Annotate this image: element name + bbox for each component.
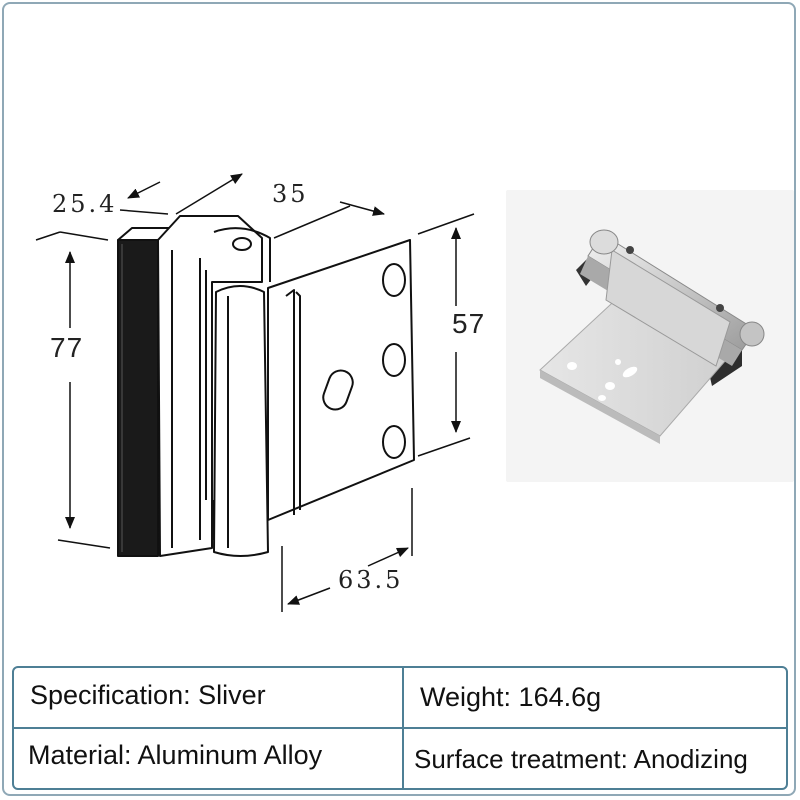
dimension-label-bottom-width: 63.5 [338,566,404,594]
table-divider-vertical [402,668,404,788]
spec-weight: Weight: 164.6g [420,682,602,712]
dimension-label-height-left: 77 [50,332,84,363]
spec-surface-treatment: Surface treatment: Anodizing [414,744,748,774]
table-divider-horizontal [14,727,786,729]
product-photo [506,190,794,482]
spec-material: Material: Aluminum Alloy [28,740,323,770]
dimension-label-height-right: 57 [452,308,486,339]
spec-color: Specification: Sliver [30,680,266,710]
dimension-label-top-left: 25.4 [52,190,118,218]
hinge-technical-drawing [35,173,475,612]
specification-table: Specification: Sliver Weight: 164.6g Mat… [12,666,788,790]
dimension-label-top-middle: 35 [272,180,309,208]
